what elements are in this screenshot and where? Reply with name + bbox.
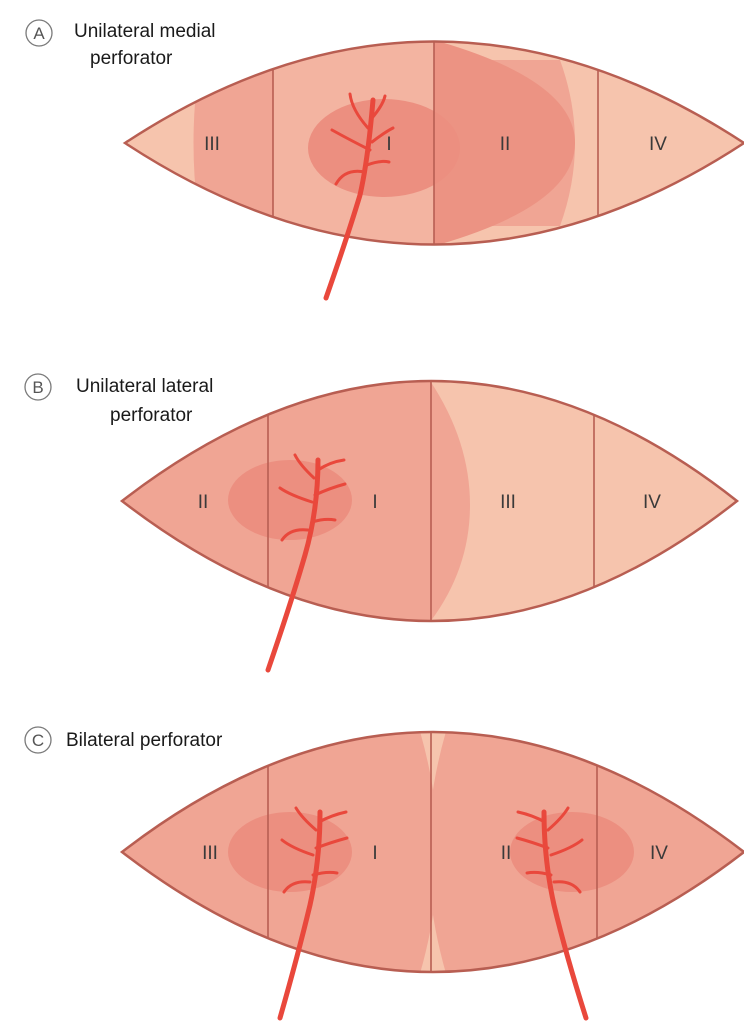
panel-c-zone-label: III [202, 843, 218, 864]
panel-c: C Bilateral perforator III I II IV [25, 690, 744, 1020]
panel-b-zone-label: I [372, 492, 377, 513]
panel-a: A Unilateral medial perforator III I II … [26, 0, 744, 320]
panel-a-zone-label: I [386, 134, 391, 155]
panel-b-title-line-2: perforator [110, 405, 193, 426]
panel-c-title-line-1: Bilateral perforator [66, 730, 223, 751]
panel-c-letter: C [32, 731, 44, 750]
panel-c-zone-label: IV [650, 843, 668, 864]
panel-a-title-line-1: Unilateral medial [74, 21, 216, 42]
panel-a-zone-label: III [204, 134, 220, 155]
panel-b-zone-label: IV [643, 492, 661, 513]
panel-b-title-line-1: Unilateral lateral [76, 376, 213, 397]
panel-c-zone-label: I [372, 843, 377, 864]
panel-a-title-line-2: perforator [90, 48, 173, 69]
panel-b-zone-label: II [198, 492, 209, 513]
panel-b-zone-label: III [500, 492, 516, 513]
panel-a-flap [100, 0, 744, 320]
panel-a-letter: A [33, 24, 45, 43]
panel-b-letter: B [32, 378, 43, 397]
panel-a-zone-label: IV [649, 134, 667, 155]
panel-a-zone-label: II [500, 134, 511, 155]
panel-c-zone-label: II [501, 843, 512, 864]
panel-b: B Unilateral lateral perforator II I III… [25, 340, 744, 670]
